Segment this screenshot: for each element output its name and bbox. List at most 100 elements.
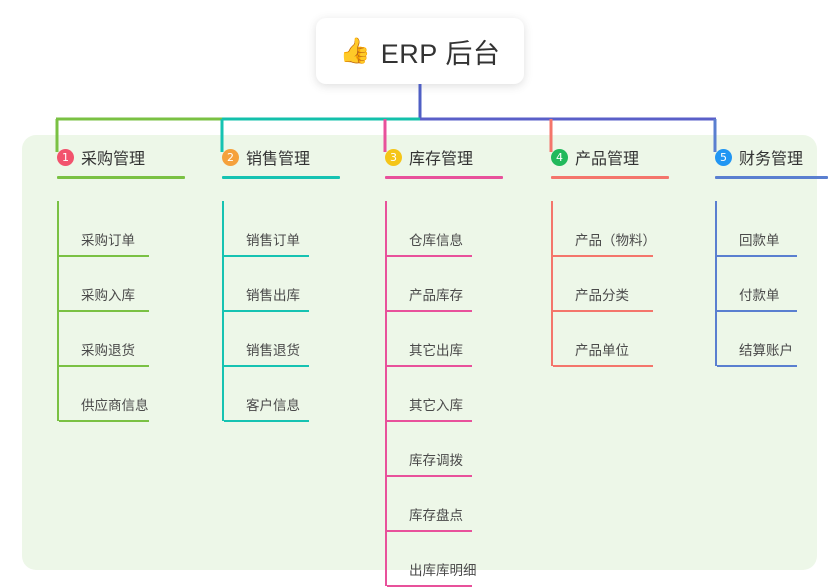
column-badge-3: 3 [385,148,402,166]
list-item-label: 采购订单 [81,233,135,248]
list-item[interactable]: 供应商信息 [57,366,149,422]
list-item[interactable]: 采购入库 [57,256,149,312]
list-item-label: 其它出库 [409,343,463,358]
list-item-rule [387,255,472,257]
column-header-rule-1 [57,176,185,179]
column-title-2: 销售管理 [246,151,311,168]
column-header-rule-2 [222,176,340,179]
list-item-rule [387,310,472,312]
list-item-rule [387,530,472,532]
list-item-label: 付款单 [739,288,780,303]
list-item-label: 销售退货 [246,343,300,358]
list-item-rule [387,475,472,477]
thumbs-up-icon: 👍 [339,36,371,65]
list-item-label: 库存调拨 [409,453,463,468]
list-item-rule [553,255,653,257]
column-items-5: 回款单付款单结算账户 [698,201,803,367]
list-item[interactable]: 出库库明细 [385,531,477,587]
list-item[interactable]: 销售退货 [222,311,310,367]
column-spine-1 [57,201,59,421]
column-header-4[interactable]: 4 产品管理 [534,146,639,168]
column-title-4: 产品管理 [575,151,640,168]
list-item-rule [224,365,309,367]
list-item-rule [717,365,797,367]
column-spine-2 [222,201,224,421]
list-item[interactable]: 其它入库 [385,366,473,422]
diagram-panel [22,135,817,570]
list-item[interactable]: 付款单 [715,256,803,312]
column-spine-4 [551,201,553,366]
column-title-5: 财务管理 [739,151,804,168]
list-item[interactable]: 采购订单 [57,201,149,257]
list-item-label: 结算账户 [739,343,793,358]
list-item-rule [59,310,149,312]
list-item-rule [224,310,309,312]
list-item-label: 产品（物料） [575,233,656,248]
list-item[interactable]: 采购退货 [57,311,149,367]
list-item[interactable]: 库存调拨 [385,421,473,477]
list-item[interactable]: 仓库信息 [385,201,473,257]
column-items-2: 销售订单销售出库销售退货客户信息 [205,201,310,422]
list-item[interactable]: 产品（物料） [551,201,656,257]
column-1: 1 采购管理采购订单采购入库采购退货供应商信息 [40,146,185,422]
column-badge-4: 4 [551,148,568,166]
list-item[interactable]: 产品库存 [385,256,473,312]
list-item-rule [59,255,149,257]
list-item-label: 采购退货 [81,343,135,358]
list-item[interactable]: 产品分类 [551,256,653,312]
list-item-label: 出库库明细 [409,563,477,578]
list-item-rule [59,420,149,422]
list-item-rule [224,255,309,257]
list-item[interactable]: 结算账户 [715,311,803,367]
list-item[interactable]: 客户信息 [222,366,310,422]
column-3: 3 库存管理仓库信息产品库存其它出库其它入库库存调拨库存盘点出库库明细 [368,146,503,587]
column-spine-5 [715,201,717,366]
list-item-rule [387,420,472,422]
column-title-3: 库存管理 [409,151,474,168]
list-item-rule [717,310,797,312]
column-header-2[interactable]: 2 销售管理 [205,146,310,168]
list-item[interactable]: 回款单 [715,201,803,257]
list-item[interactable]: 其它出库 [385,311,473,367]
column-header-rule-3 [385,176,503,179]
list-item-rule [717,255,797,257]
list-item-label: 销售订单 [246,233,300,248]
list-item-label: 采购入库 [81,288,135,303]
column-4: 4 产品管理产品（物料） 产品分类产品单位 [534,146,669,367]
list-item-label: 库存盘点 [409,508,463,523]
column-items-4: 产品（物料） 产品分类产品单位 [534,201,656,367]
list-item-rule [224,420,309,422]
list-item-rule [553,310,653,312]
column-items-3: 仓库信息产品库存其它出库其它入库库存调拨库存盘点出库库明细 [368,201,477,587]
column-2: 2 销售管理销售订单销售出库销售退货客户信息 [205,146,340,422]
column-spine-3 [385,201,387,586]
column-badge-1: 1 [57,148,74,166]
list-item-rule [59,365,149,367]
list-item-label: 其它入库 [409,398,463,413]
list-item-label: 供应商信息 [81,398,149,413]
list-item[interactable]: 库存盘点 [385,476,473,532]
root-node-label: ERP 后台 [380,38,501,69]
list-item-rule [387,365,472,367]
list-item-label: 仓库信息 [409,233,463,248]
list-item-rule [553,365,653,367]
column-header-rule-5 [715,176,828,179]
list-item[interactable]: 销售出库 [222,256,310,312]
list-item-label: 产品单位 [575,343,629,358]
list-item-rule [387,585,472,587]
list-item-label: 产品分类 [575,288,629,303]
column-badge-2: 2 [222,148,239,166]
root-node[interactable]: 👍 ERP 后台 [316,18,524,84]
column-header-rule-4 [551,176,669,179]
column-header-1[interactable]: 1 采购管理 [40,146,145,168]
list-item[interactable]: 产品单位 [551,311,653,367]
list-item-label: 产品库存 [409,288,463,303]
column-items-1: 采购订单采购入库采购退货供应商信息 [40,201,149,422]
list-item[interactable]: 销售订单 [222,201,310,257]
column-header-3[interactable]: 3 库存管理 [368,146,473,168]
list-item-label: 客户信息 [246,398,300,413]
column-title-1: 采购管理 [81,151,146,168]
list-item-label: 销售出库 [246,288,300,303]
